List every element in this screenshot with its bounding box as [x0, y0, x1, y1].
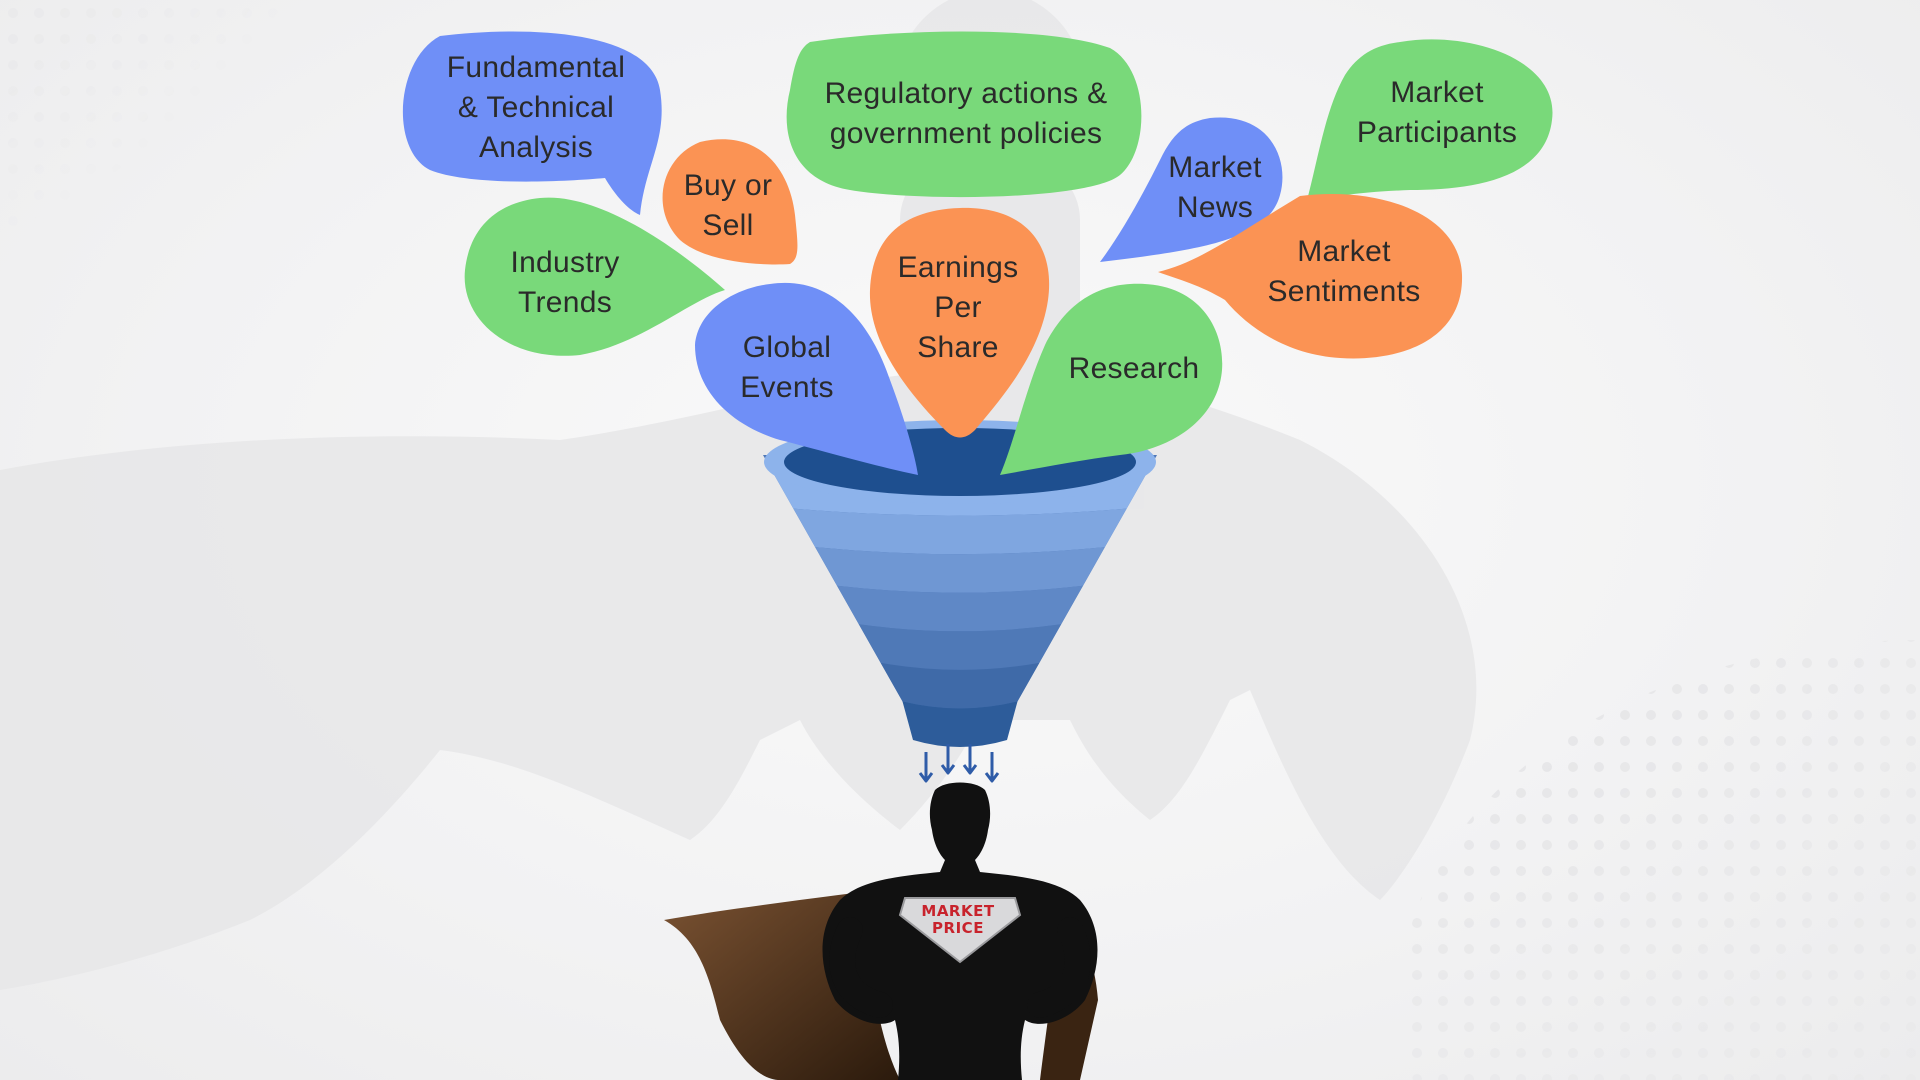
bubble-shape-global-events — [695, 282, 918, 475]
bubble-shape-research — [1000, 283, 1223, 475]
bubble-label-industry-trends: Industry Trends — [510, 246, 620, 319]
funnel — [763, 420, 1157, 747]
funnel-band — [880, 662, 1040, 709]
funnel-band — [793, 508, 1127, 555]
bubble-shape-market-participants — [1306, 39, 1553, 204]
funnel-band — [836, 585, 1084, 632]
bubble-label-earnings-per-share: Earnings Per Share — [897, 251, 1019, 364]
down-arrow-icon — [984, 752, 1000, 783]
bubble-shape-industry-trends — [464, 197, 725, 356]
funnel-band — [858, 624, 1062, 670]
down-arrow-icon — [962, 744, 978, 775]
down-arrow-icon — [940, 744, 956, 775]
chest-emblem — [898, 897, 1022, 964]
bubble-label-regulatory-actions: Regulatory actions & government policies — [824, 77, 1108, 150]
bubble-shape-market-news — [1100, 117, 1283, 262]
superhero-silhouette — [664, 782, 1098, 1080]
bubbles-layer — [402, 31, 1553, 475]
bubble-label-market-sentiments: Market Sentiments — [1267, 235, 1421, 308]
bubble-shape-market-sentiments — [1158, 194, 1463, 359]
bubble-shape-regulatory-actions — [786, 31, 1142, 198]
bubble-label-research: Research — [1068, 352, 1200, 385]
bubble-label-market-participants: Market Participants — [1356, 76, 1518, 149]
down-arrow-icon — [918, 752, 934, 783]
right-arm — [1027, 917, 1091, 1018]
funnel-bands — [771, 470, 1149, 747]
bubble-shape-earnings-per-share — [869, 207, 1050, 438]
bubble-shape-buy-or-sell — [662, 139, 798, 265]
chest-emblem-label: MARKET PRICE — [921, 902, 995, 937]
bubble-label-buy-or-sell: Buy or Sell — [683, 169, 773, 242]
funnel-arrows — [918, 744, 1000, 783]
bubble-label-market-news: Market News — [1168, 151, 1262, 224]
bubble-shape-fundamental-technical-analysis — [402, 31, 662, 215]
bubble-label-fundamental-technical-analysis: Fundamental & Technical Analysis — [446, 51, 626, 164]
bubble-label-global-events: Global Events — [740, 331, 834, 404]
funnel-band — [902, 701, 1018, 747]
funnel-band — [815, 547, 1105, 593]
left-arm — [829, 917, 893, 1018]
